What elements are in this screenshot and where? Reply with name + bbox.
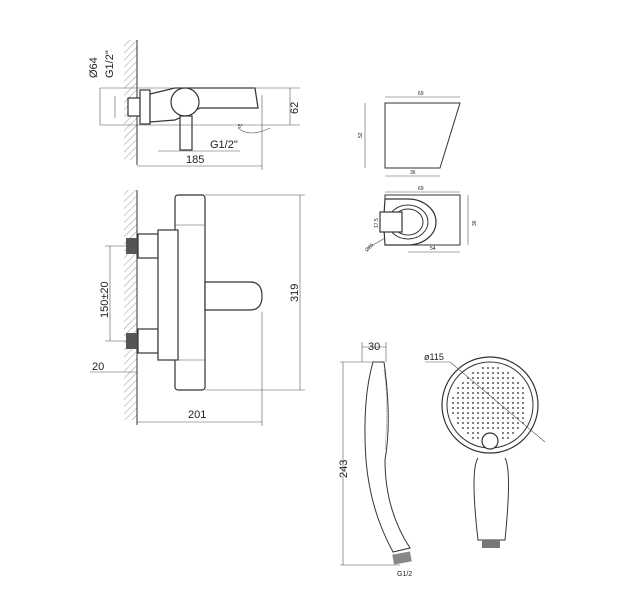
label-width: 201	[188, 409, 206, 421]
spray-nozzles	[452, 367, 524, 439]
label-height: 319	[289, 284, 301, 302]
label-bottom: 36	[410, 170, 416, 176]
label-width: 185	[186, 154, 204, 166]
label-dia: Ø64	[88, 57, 100, 78]
label-slot: 17.5	[374, 218, 380, 228]
hand-shower-front-view: ø115	[424, 352, 546, 548]
label-dia: Ø25	[364, 242, 375, 253]
label-right: 36	[472, 220, 478, 226]
label-length: 243	[338, 460, 350, 478]
label-top: 69	[418, 91, 424, 97]
label-depth: 30	[368, 341, 380, 353]
label-dia: ø115	[424, 352, 444, 362]
label-thread-left: G1/2"	[104, 50, 116, 78]
label-spacing: 150±20	[99, 281, 111, 318]
label-angle: 5°	[238, 124, 243, 130]
holder-side-view: 69 52 36	[358, 91, 461, 177]
label-thread: G1/2	[397, 571, 412, 578]
mixer-top-view: Ø64 G1/2" G1/2" 185 62 5°	[88, 40, 301, 170]
label-height: 62	[289, 102, 301, 114]
label-thread-bottom: G1/2"	[210, 139, 238, 151]
label-left: 52	[358, 132, 364, 138]
mixer-front-view: 150±20 20 319 201	[90, 190, 305, 426]
holder-top-view: 69 36 54 17.5 Ø25	[364, 186, 478, 253]
hand-shower-side-view: 30 243 G1/2	[338, 341, 412, 578]
label-offset: 20	[92, 361, 104, 373]
label-top: 69	[418, 186, 424, 192]
label-bottom: 54	[430, 246, 436, 252]
